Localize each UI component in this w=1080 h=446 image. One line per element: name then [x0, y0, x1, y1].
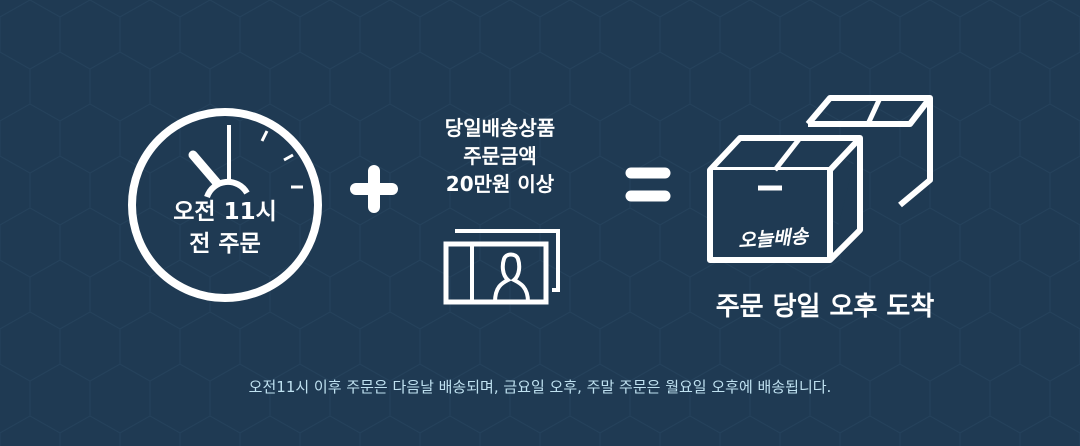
footer-note: 오전11시 이후 주문은 다음날 배송되며, 금요일 오후, 주말 주문은 월요… [248, 378, 832, 396]
clock-label-line2: 전 주문 [189, 231, 261, 257]
result-title: 주문 당일 오후 도착 [715, 292, 935, 322]
clock-icon [128, 108, 322, 302]
delivery-boxes-icon [707, 95, 933, 263]
clock-label-line1: 오전 11시 [173, 199, 277, 225]
condition-line1: 당일배송상품 [444, 116, 556, 140]
gift-card-icon [443, 229, 560, 305]
plus-icon [350, 165, 398, 213]
clock-label: 오전 11시 전 주문 [140, 196, 310, 260]
condition-line2: 주문금액 [463, 144, 537, 168]
equals-icon [625, 167, 671, 202]
order-condition: 당일배송상품 주문금액 20만원 이상 [400, 114, 600, 198]
condition-line3: 20만원 이상 [445, 172, 555, 196]
